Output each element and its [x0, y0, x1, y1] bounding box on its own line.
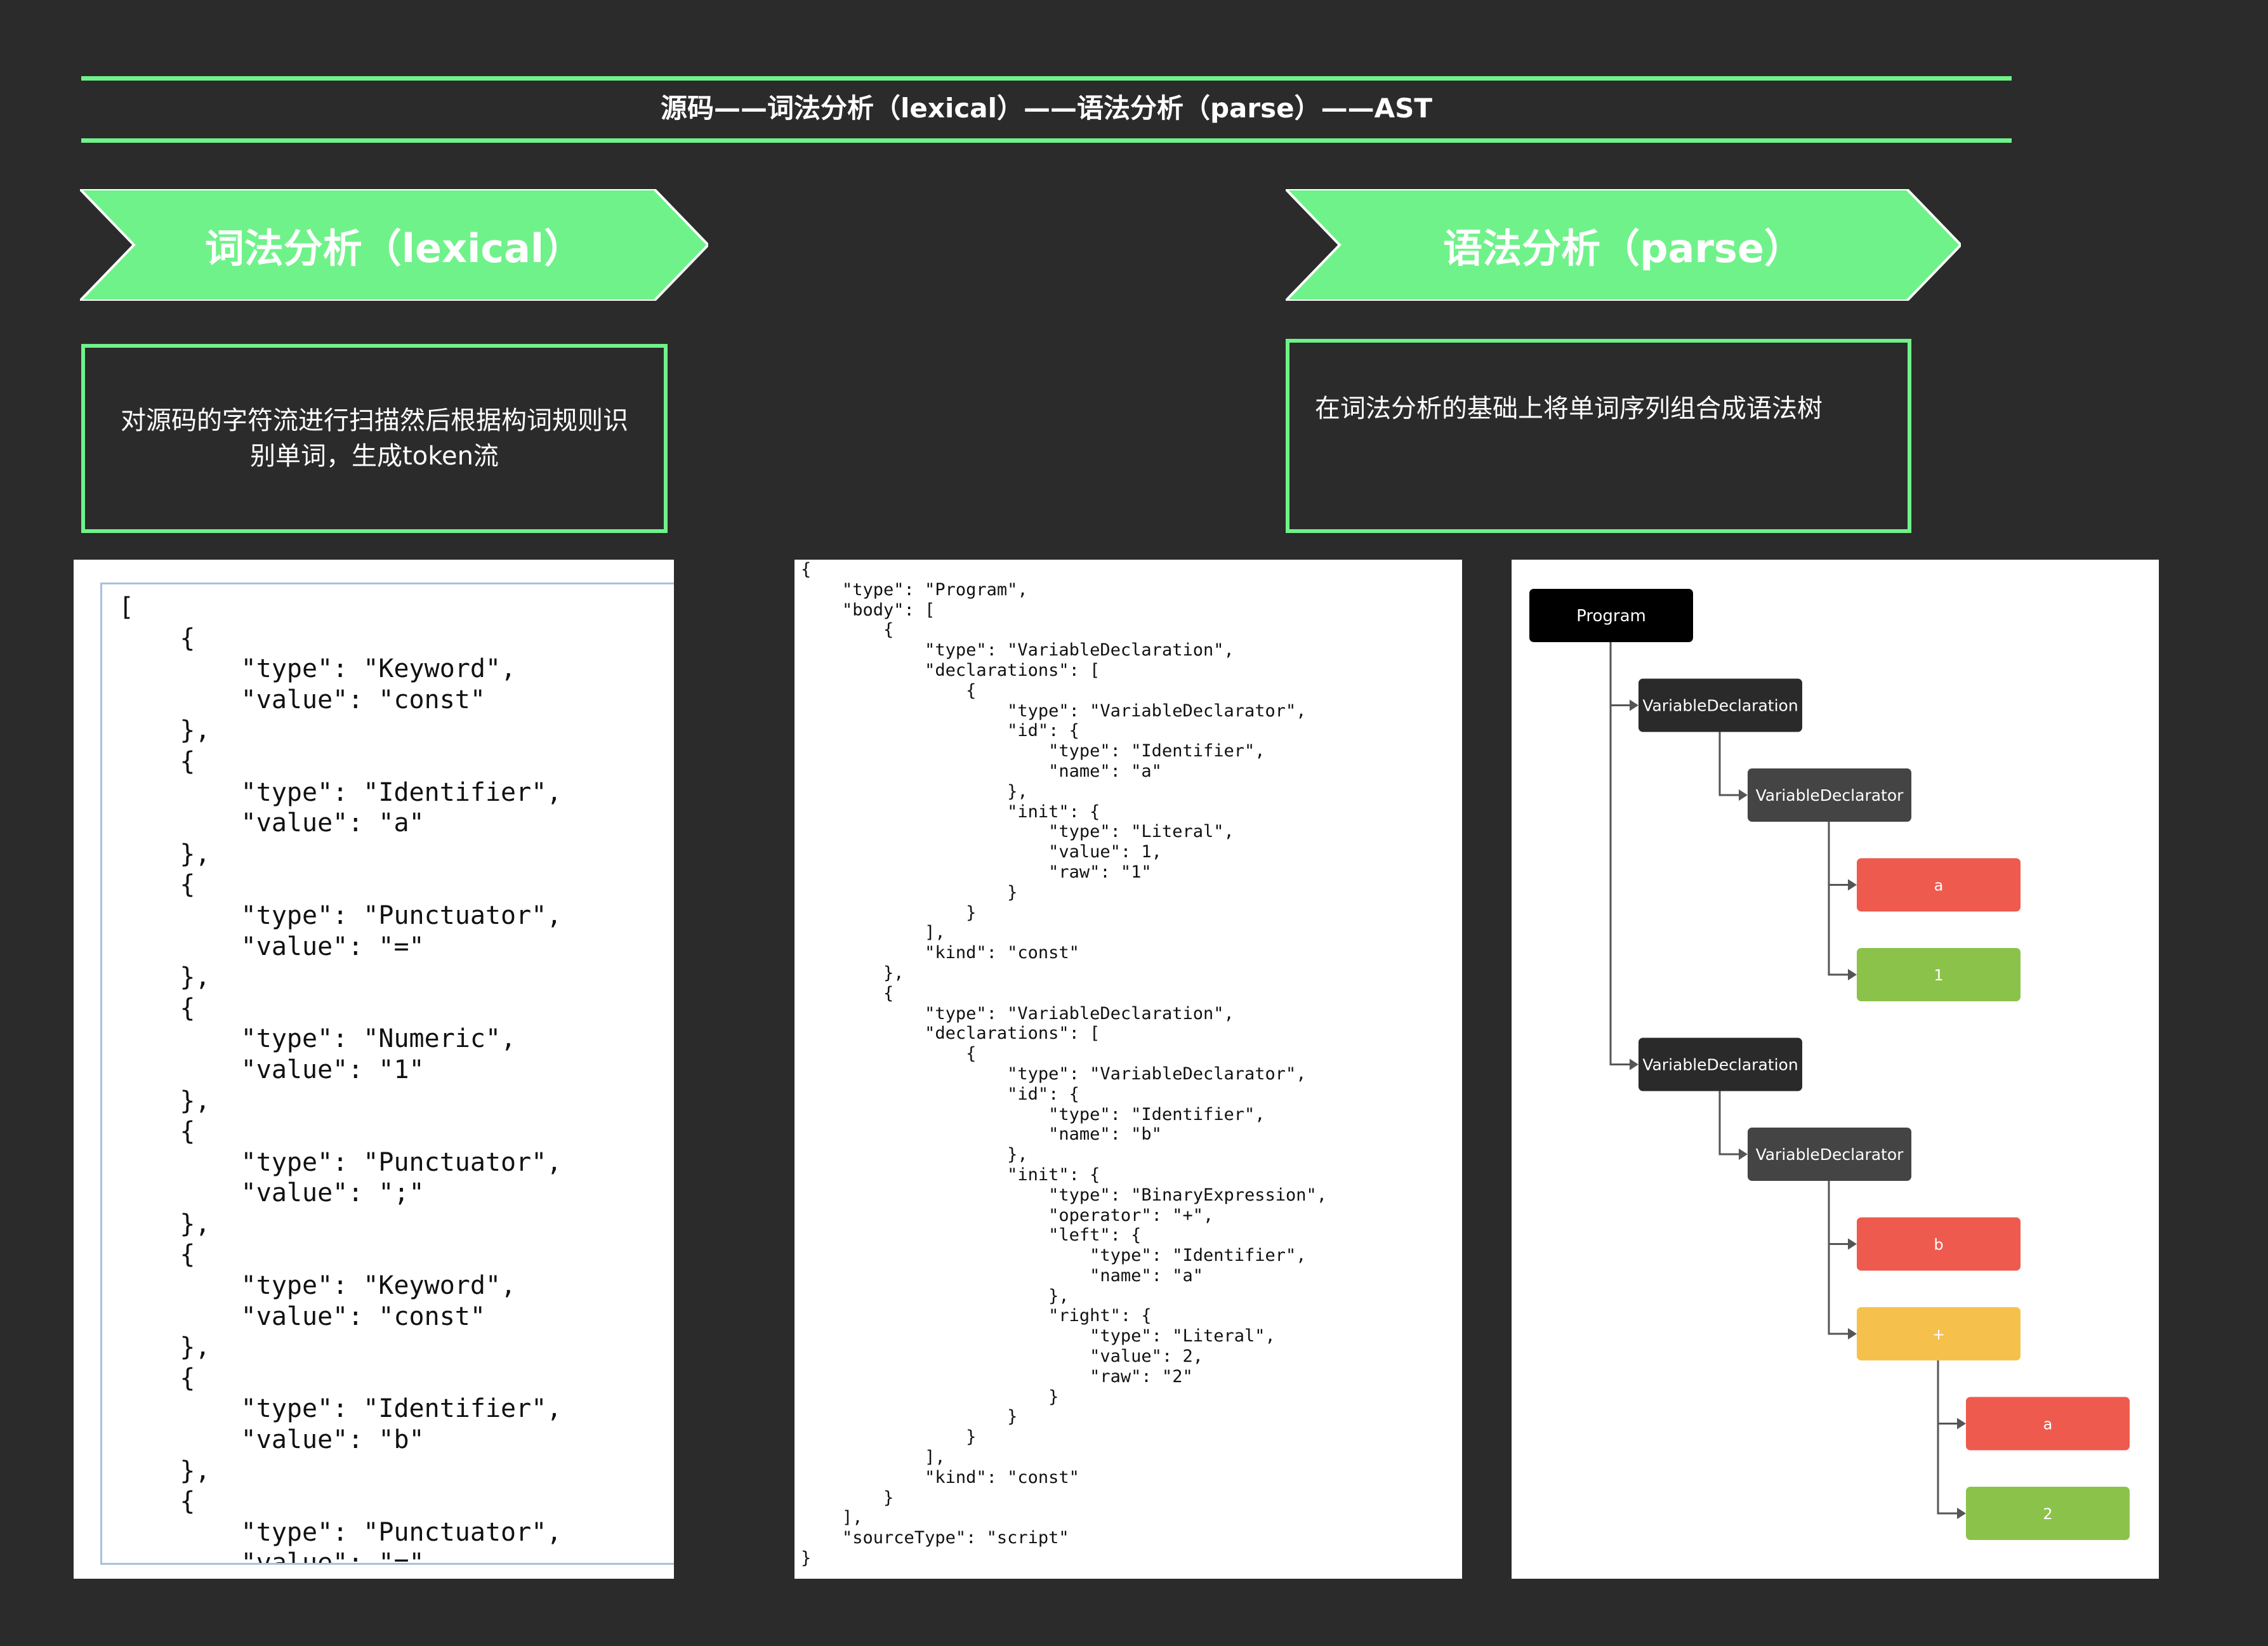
tree-node-decl2: VariableDeclaration — [1638, 1037, 1802, 1091]
tree-connector-arrow — [1630, 1058, 1638, 1070]
tree-connector — [1937, 1360, 1960, 1515]
tree-connector-arrow — [1630, 699, 1638, 711]
tree-node-id_b: b — [1857, 1217, 2021, 1271]
parse-description-text: 在词法分析的基础上将单词序列组合成语法树 — [1315, 394, 1823, 423]
tree-connector-arrow — [1848, 879, 1857, 891]
tree-connector — [1828, 1181, 1850, 1335]
ast-tree-diagram: ProgramVariableDeclarationVariableDeclar… — [1529, 589, 2130, 1540]
tree-connector-arrow — [1848, 1238, 1857, 1250]
tree-node-label: b — [1934, 1236, 1943, 1254]
tree-node-program: Program — [1529, 589, 1693, 642]
tree-node-lit_2: 2 — [1966, 1487, 2130, 1540]
tree-connector — [1937, 1360, 1960, 1425]
tree-node-label: a — [1934, 877, 1944, 895]
lexical-banner: 词法分析（lexical） — [80, 189, 708, 301]
tokens-code: [ { "type": "Keyword", "value": "const" … — [119, 593, 562, 1565]
tree-node-box — [1966, 1397, 2130, 1451]
lexical-banner-label: 词法分析（lexical） — [204, 225, 584, 272]
tree-connector — [1718, 1091, 1741, 1155]
tree-node-box — [1748, 768, 1911, 822]
ast-json-panel: { "type": "Program", "body": [ { "type":… — [794, 560, 1462, 1579]
tree-connector — [1718, 732, 1741, 796]
tree-node-op_plus: + — [1857, 1307, 2021, 1360]
tree-node-label: VariableDeclarator — [1756, 786, 1904, 805]
tree-node-lit_1: 1 — [1857, 948, 2021, 1001]
tree-connector-arrow — [1848, 1328, 1857, 1340]
tree-node-box — [1857, 1217, 2021, 1271]
tree-connector-arrow — [1739, 789, 1748, 801]
tree-connector-arrow — [1957, 1418, 1966, 1430]
tree-node-label: a — [2043, 1416, 2053, 1433]
tree-node-box — [1857, 948, 2021, 1001]
parse-banner: 语法分析（parse） — [1286, 189, 1961, 301]
parse-banner-label: 语法分析（parse） — [1443, 225, 1803, 272]
tree-connector — [1828, 822, 1850, 886]
lexical-description-text: 对源码的字符流进行扫描然后根据构词规则识别单词，生成token流 — [121, 406, 628, 471]
tree-node-box — [1966, 1487, 2130, 1540]
lexical-banner-arrow — [80, 189, 708, 301]
tree-node-label: 2 — [2043, 1505, 2052, 1523]
tree-node-decl1: VariableDeclaration — [1638, 678, 1802, 732]
tree-node-label: Program — [1576, 607, 1646, 626]
tree-connector — [1828, 822, 1850, 976]
tree-node-label: VariableDeclarator — [1756, 1145, 1904, 1164]
tree-node-box — [1529, 589, 1693, 642]
tree-connector — [1609, 642, 1632, 1065]
tree-node-label: VariableDeclaration — [1642, 1056, 1798, 1074]
parse-description-box: 在词法分析的基础上将单词序列组合成语法树 — [1286, 339, 1911, 533]
tree-node-label: VariableDeclaration — [1642, 697, 1798, 715]
parse-banner-arrow — [1286, 189, 1961, 301]
tree-node-box — [1638, 678, 1802, 732]
tree-node-dtor2: VariableDeclarator — [1748, 1128, 1911, 1181]
tree-node-box — [1748, 1128, 1911, 1181]
tree-connector-arrow — [1957, 1508, 1966, 1519]
ast-json-code: { "type": "Program", "body": [ { "type":… — [801, 560, 1328, 1569]
tree-node-box — [1857, 858, 2021, 912]
tree-node-label: 1 — [1934, 966, 1943, 984]
tokens-panel: [ { "type": "Keyword", "value": "const" … — [74, 560, 674, 1579]
pipeline-title: 源码——词法分析（lexical）——语法分析（parse）——AST — [660, 93, 1432, 124]
tree-node-box — [1857, 1307, 2021, 1360]
tree-connector — [1828, 1181, 1850, 1245]
tree-connector-arrow — [1739, 1149, 1748, 1160]
tree-connector-arrow — [1848, 969, 1857, 980]
tree-connector — [1609, 642, 1632, 706]
tree-node-id_a2: a — [1966, 1397, 2130, 1451]
tree-node-id_a: a — [1857, 858, 2021, 912]
tree-node-label: + — [1932, 1326, 1945, 1343]
pipeline-bottom-rule — [81, 138, 2012, 143]
pipeline-top-rule — [81, 76, 2012, 81]
lexical-description-box: 对源码的字符流进行扫描然后根据构词规则识别单词，生成token流 — [81, 344, 668, 533]
tree-node-box — [1638, 1037, 1802, 1091]
tokens-code-frame: [ { "type": "Keyword", "value": "const" … — [100, 583, 674, 1565]
tree-node-dtor1: VariableDeclarator — [1748, 768, 1911, 822]
